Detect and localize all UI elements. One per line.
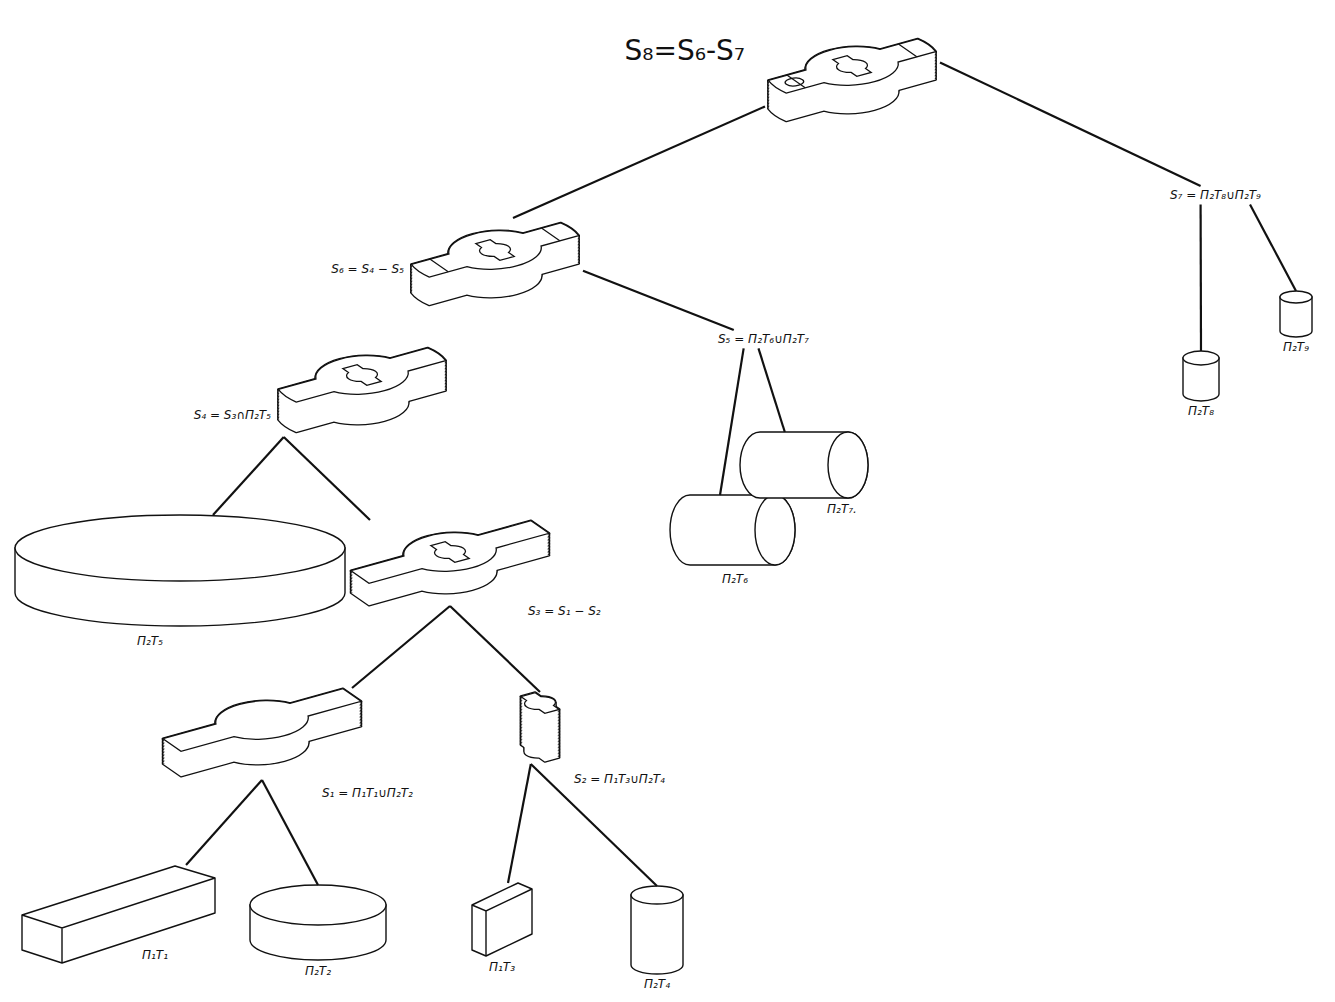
tree-edge xyxy=(758,348,784,432)
cylinder-side xyxy=(740,432,868,498)
tree-edge xyxy=(1250,204,1296,291)
solid-label: Π₂T₂ xyxy=(305,964,331,978)
cylinder-top xyxy=(15,515,345,581)
block-edge xyxy=(472,889,532,956)
s3-solid xyxy=(338,511,563,614)
solid-body xyxy=(396,214,594,288)
solid-body xyxy=(753,30,951,104)
csg-solid: S₄ = S₃∩Π₂T₅ xyxy=(275,345,450,437)
solid-label: S₆ = S₄ − S₅ xyxy=(331,262,404,276)
solid-top-face xyxy=(514,691,565,715)
csg-primitive: Π₁T₁ xyxy=(22,865,215,963)
solid-label: S₈=S₆-S₇ xyxy=(624,34,745,68)
solid-body xyxy=(753,29,951,103)
solid-label: S₄ = S₃∩Π₂T₅ xyxy=(194,408,271,422)
solid-label: Π₂T₉ xyxy=(1283,340,1309,354)
solid-edge xyxy=(787,44,917,88)
block-outline xyxy=(22,866,215,963)
tree-edge xyxy=(352,606,450,688)
tree-edge xyxy=(186,780,262,865)
cylinder-end xyxy=(828,432,868,498)
expression-label: S₇ = Π₂T₈∪Π₂T₉ xyxy=(1170,188,1261,202)
cylinder-top xyxy=(631,886,683,904)
csg-solid: S₂ = Π₁T₃∪Π₂T₄ xyxy=(517,692,563,764)
cylinder-primitive xyxy=(1183,351,1219,401)
csg-primitive: Π₂T₂ xyxy=(250,885,386,960)
result-solid xyxy=(753,29,951,131)
csg-primitive: Π₂T₅ xyxy=(15,515,345,627)
s6-solid xyxy=(396,213,594,315)
csg-solid: S₈=S₆-S₇ xyxy=(765,36,940,124)
csg-primitive: Π₂T₄ xyxy=(631,886,683,974)
solid-body xyxy=(338,512,563,593)
solid-label: Π₁T₁ xyxy=(142,948,168,962)
tree-edge xyxy=(262,780,318,885)
cylinder-side xyxy=(670,495,795,565)
csg-expression: S₇ = Π₂T₈∪Π₂T₉ xyxy=(1166,186,1265,204)
s2-solid xyxy=(514,691,565,763)
solid-label: Π₂T₄ xyxy=(644,977,670,991)
solid-label: Π₂T₆ xyxy=(722,572,748,586)
cylinder-primitive xyxy=(631,886,683,974)
tree-edge xyxy=(940,62,1201,186)
solid-body xyxy=(514,691,565,715)
tree-edge xyxy=(284,437,370,520)
block-edge xyxy=(22,878,215,963)
block-outline xyxy=(472,883,532,956)
csg-primitive: Π₁T₃ xyxy=(472,883,532,956)
solid-label: Π₂T₅ xyxy=(137,634,163,648)
disc-primitive xyxy=(250,885,386,960)
solid-body xyxy=(263,338,461,412)
csg-solid: S₆ = S₄ − S₅ xyxy=(408,218,583,306)
tree-edge xyxy=(583,271,734,330)
cylinder-top xyxy=(250,885,386,925)
tree-edge xyxy=(1199,204,1202,351)
solid-top-face xyxy=(338,511,563,592)
csg-solid: S₁ = Π₁T₁∪Π₂T₂ xyxy=(162,688,362,780)
cylinder-end xyxy=(755,495,795,565)
solid-body xyxy=(338,511,563,592)
block-primitive xyxy=(472,883,532,956)
solid-label: S₁ = Π₁T₁∪Π₂T₂ xyxy=(322,786,413,800)
solid-label: S₃ = S₁ − S₂ xyxy=(528,604,601,618)
solid-label: Π₂T₈ xyxy=(1188,404,1214,418)
csg-solid: S₃ = S₁ − S₂ xyxy=(350,520,550,606)
s1-solid xyxy=(150,679,375,785)
solid-body xyxy=(150,680,375,761)
s4-solid xyxy=(263,338,461,442)
solid-edge xyxy=(430,228,560,272)
disc-primitive xyxy=(15,515,345,626)
csg-primitive: Π₂T₆ xyxy=(670,495,795,565)
csg-primitive: Π₂T₈ xyxy=(1183,351,1219,401)
solid-label: S₂ = Π₁T₃∪Π₂T₄ xyxy=(574,772,665,786)
expression-label: S₅ = Π₂T₆∪Π₂T₇ xyxy=(718,332,809,346)
cylinder-top xyxy=(1280,291,1312,303)
block-primitive xyxy=(22,866,215,963)
cylinder-side xyxy=(631,895,683,974)
tree-edge xyxy=(213,437,284,515)
solid-body xyxy=(150,679,375,760)
csg-expression: S₅ = Π₂T₆∪Π₂T₇ xyxy=(714,330,813,348)
tree-edge xyxy=(450,606,540,692)
solid-label: Π₂T₇. xyxy=(827,502,857,516)
cylinder-primitive xyxy=(670,495,795,565)
solid-top-face xyxy=(396,213,594,287)
cylinder-primitive xyxy=(740,432,868,498)
solid-top-face xyxy=(753,29,951,103)
tree-edge xyxy=(720,348,744,495)
cylinder-top xyxy=(1183,351,1219,365)
tree-edge xyxy=(508,764,531,883)
solid-top-face xyxy=(150,679,375,760)
csg-primitive: Π₂T₇. xyxy=(740,432,868,498)
solid-top-face xyxy=(263,338,461,412)
csg-primitive: Π₂T₉ xyxy=(1280,291,1312,337)
cylinder-primitive xyxy=(1280,291,1312,337)
tree-edge xyxy=(513,106,765,218)
solid-label: Π₁T₃ xyxy=(489,960,515,974)
solid-body xyxy=(396,213,594,287)
